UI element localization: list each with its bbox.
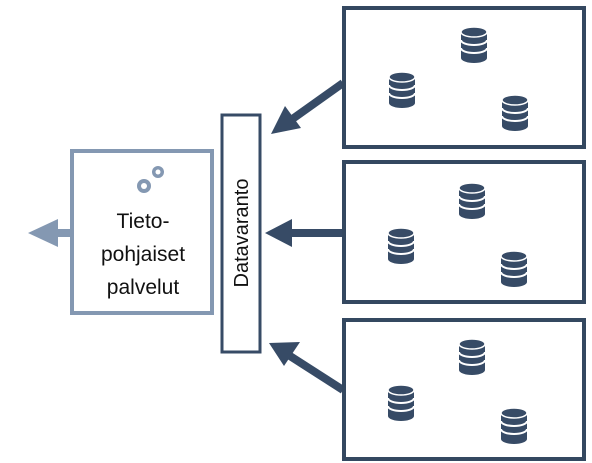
- database-icon: [500, 407, 528, 445]
- source-panel-bottom: [342, 318, 586, 461]
- input-arrow-bottom: [269, 342, 346, 394]
- database-icon: [460, 26, 488, 64]
- service-label-line-3: palvelut: [107, 276, 180, 299]
- database-icon: [500, 250, 528, 288]
- data-repository: Datavaranto: [220, 113, 262, 354]
- database-icon: [458, 338, 486, 376]
- input-arrow-top: [271, 79, 346, 134]
- service-label-line-1: Tieto-: [117, 210, 170, 233]
- service-box: Tieto- pohjaiset palvelut: [70, 149, 214, 315]
- gears-icon: [137, 166, 164, 193]
- database-icon: [387, 384, 415, 422]
- data-repository-label: Datavaranto: [231, 179, 253, 288]
- source-panel-top: [342, 6, 586, 149]
- database-icon: [387, 227, 415, 265]
- input-arrow-middle: [265, 219, 343, 247]
- source-panel-middle: [342, 160, 586, 304]
- output-arrow: [28, 219, 72, 247]
- service-label-line-2: pohjaiset: [101, 243, 185, 266]
- database-icon: [458, 182, 486, 220]
- database-icon: [388, 71, 416, 109]
- database-icon: [501, 94, 529, 132]
